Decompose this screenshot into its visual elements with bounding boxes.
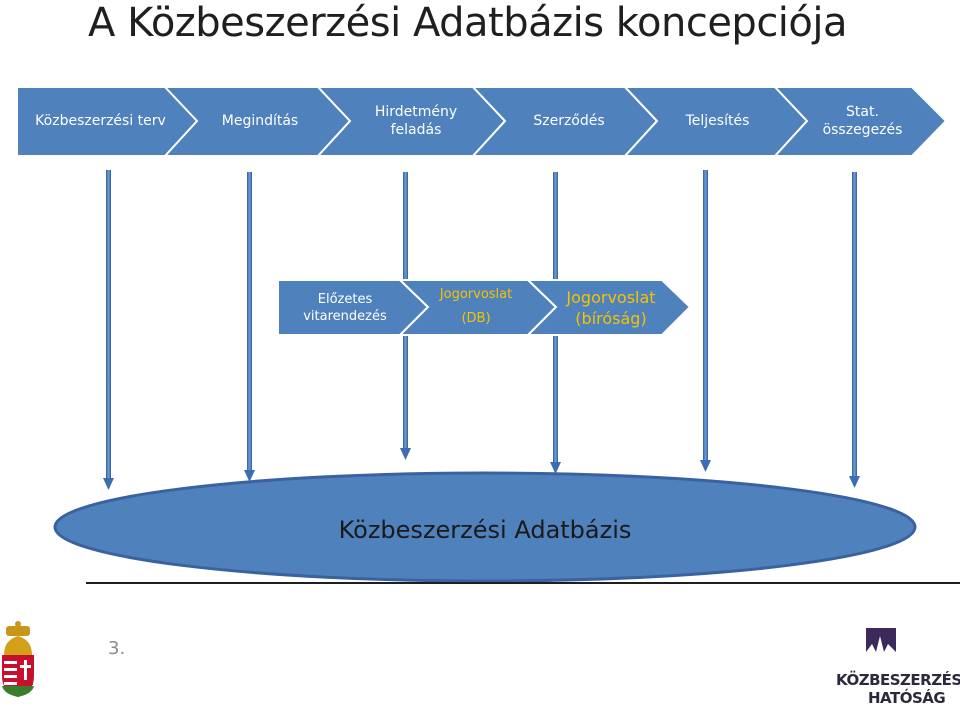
legal-chevrons bbox=[277, 279, 692, 336]
chevron-label-szerzodes: Szerződés bbox=[533, 113, 605, 129]
chevron-label-meginditas: Megindítás bbox=[221, 113, 299, 129]
chevron-label-hirdetmeny-feladas: Hirdetmény feladás bbox=[374, 104, 458, 138]
parliament-silhouette-icon bbox=[866, 628, 896, 664]
connector-arrow-meginditas bbox=[247, 172, 252, 472]
hungarian-coat-of-arms-icon bbox=[2, 621, 34, 697]
chevron-label-kozbeszerzesi-terv: Közbeszerzési terv bbox=[35, 113, 166, 129]
database-label: Közbeszerzési Adatbázis bbox=[338, 516, 632, 544]
chevron-stat-osszegezes bbox=[772, 86, 948, 157]
chevron-label-teljesites: Teljesítés bbox=[685, 113, 750, 129]
connector-arrowhead-teljesites bbox=[700, 460, 711, 472]
process-chevrons bbox=[16, 86, 948, 157]
chevron-label-stat-osszegezes: Stat. összegezés bbox=[822, 104, 903, 138]
chevron-jogorvoslat-birosag bbox=[525, 279, 692, 336]
logo-text-line2: HATÓSÁG bbox=[868, 689, 946, 707]
connector-arrowhead-szerzodes bbox=[550, 462, 561, 474]
database-ellipse bbox=[53, 471, 917, 583]
connector-arrowhead-hirdetmeny bbox=[400, 448, 411, 460]
slide-number: 3. bbox=[108, 638, 126, 659]
legal-label-jogorvoslat-db: Jogorvoslat (DB) bbox=[439, 287, 513, 326]
connector-arrow-terv bbox=[106, 170, 111, 480]
connector-arrow-stat bbox=[852, 172, 857, 478]
footer-divider bbox=[86, 582, 960, 584]
connector-arrowhead-stat bbox=[849, 476, 860, 488]
logo-text-line1: KÖZBESZERZÉSI bbox=[836, 671, 960, 689]
connector-arrow-teljesites bbox=[703, 170, 708, 462]
legal-label-jogorvoslat-birosag: Jogorvoslat (bíróság) bbox=[566, 288, 656, 328]
connector-arrowhead-meginditas bbox=[244, 470, 255, 482]
legal-label-elozetes-vitarendezes: Előzetes vitarendezés bbox=[303, 292, 387, 324]
connector-arrowhead-terv bbox=[103, 478, 114, 490]
page-title: A Közbeszerzési Adatbázis koncepciója bbox=[88, 0, 848, 46]
